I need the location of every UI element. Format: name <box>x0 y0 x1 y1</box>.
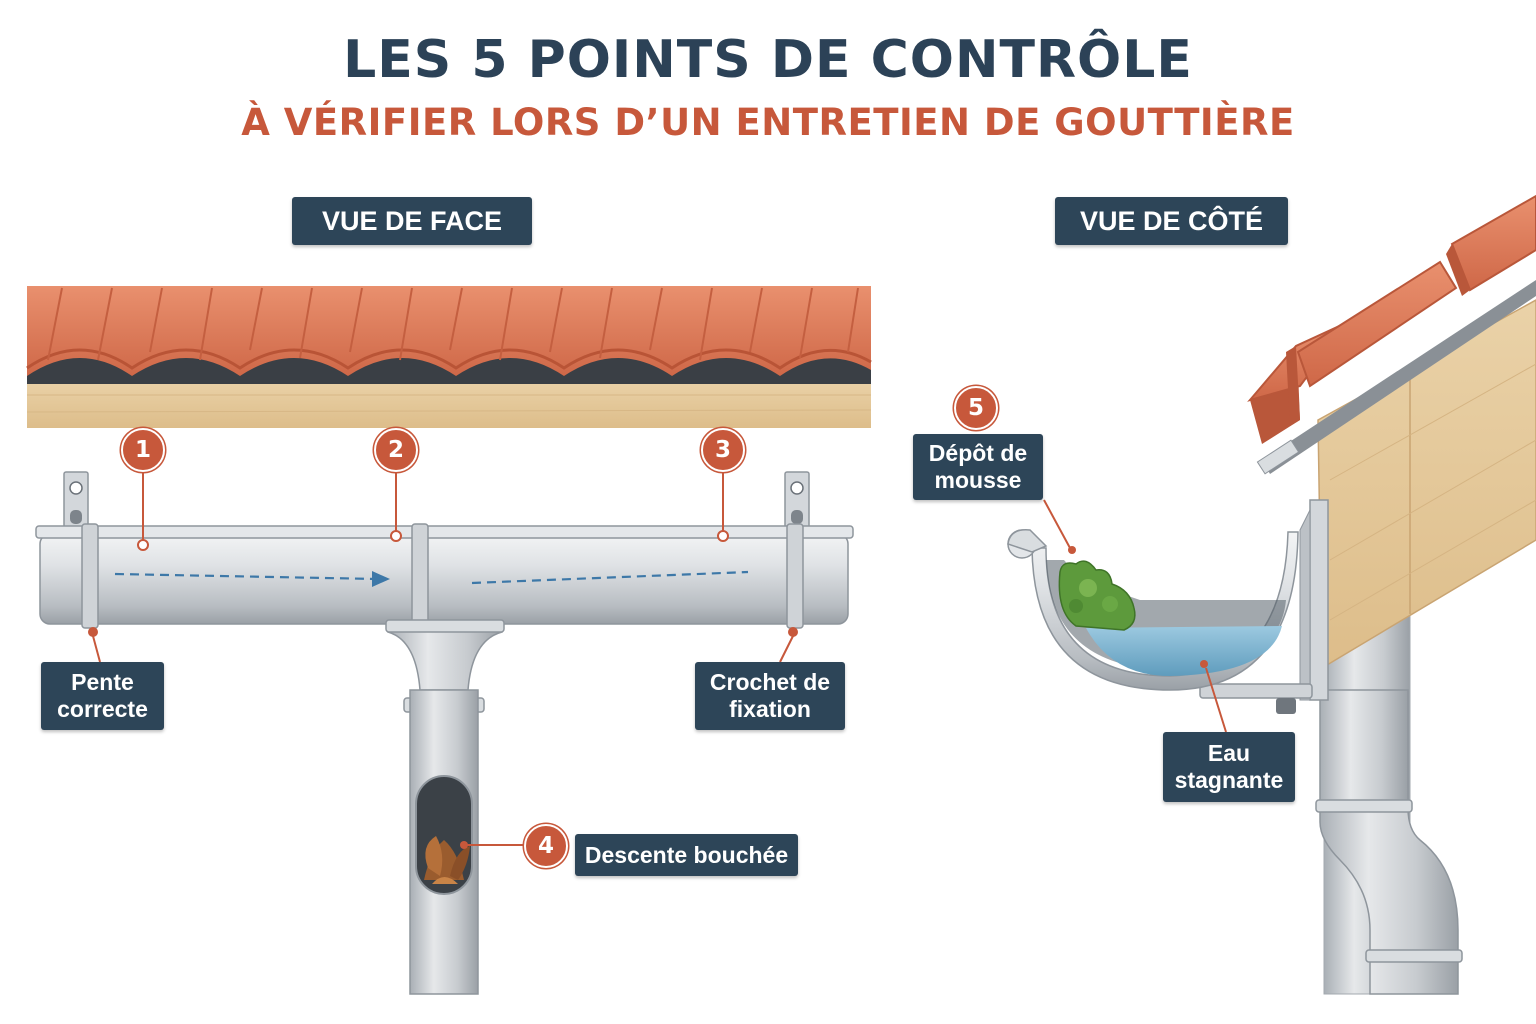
roof-tiles-side <box>1247 194 1536 444</box>
left-bracket <box>63 471 89 533</box>
slope-arrow <box>114 570 749 585</box>
label-pente-line1: Pente <box>71 669 134 695</box>
label-pente-line2: correcte <box>57 696 148 722</box>
label-pente-correcte: Pente correcte <box>41 662 164 730</box>
side-view-drawing <box>1007 194 1536 995</box>
leaf-clog <box>424 836 470 884</box>
gutter-pipe <box>35 523 854 637</box>
leader-lines-front <box>92 470 794 846</box>
front-view-drawing <box>26 286 872 995</box>
point-badge-1: 1 <box>121 428 165 472</box>
point-badge-5: 5 <box>954 386 998 430</box>
label-eau-line2: stagnante <box>1174 767 1284 793</box>
label-eau-stagnante: Eau stagnante <box>1163 732 1295 802</box>
label-depot-mousse: Dépôt de mousse <box>913 434 1043 500</box>
side-view-tag: VUE DE CÔTÉ <box>1055 197 1288 245</box>
label-crochet-line1: Crochet de <box>709 669 831 695</box>
stagnant-water <box>1086 626 1282 676</box>
point-badge-3: 3 <box>701 428 745 472</box>
side-gutter <box>1007 529 1299 691</box>
label-crochet-fixation: Crochet de fixation <box>695 662 845 730</box>
downspout <box>385 619 505 995</box>
label-eau-line1: Eau <box>1207 740 1251 766</box>
side-bracket <box>1199 499 1329 714</box>
roof-tiles-front <box>26 286 872 384</box>
label-mousse-line2: mousse <box>934 467 1022 493</box>
page-subtitle: À VÉRIFIER LORS D’UN ENTRETIEN DE GOUTTI… <box>241 101 1295 144</box>
fascia-board <box>27 380 871 428</box>
front-view-tag: VUE DE FACE <box>292 197 532 245</box>
page-title: LES 5 POINTS DE CONTRÔLE <box>343 30 1193 90</box>
point-badge-4: 4 <box>524 824 568 868</box>
label-mousse-line1: Dépôt de <box>928 440 1028 466</box>
label-crochet-line2: fixation <box>729 696 811 722</box>
label-descente-bouchee: Descente bouchée <box>575 834 798 876</box>
side-downspout <box>1315 689 1463 995</box>
moss-deposit <box>1058 560 1136 631</box>
right-bracket <box>784 471 810 533</box>
leader-lines-side <box>1043 499 1227 733</box>
point-badge-2: 2 <box>374 428 418 472</box>
